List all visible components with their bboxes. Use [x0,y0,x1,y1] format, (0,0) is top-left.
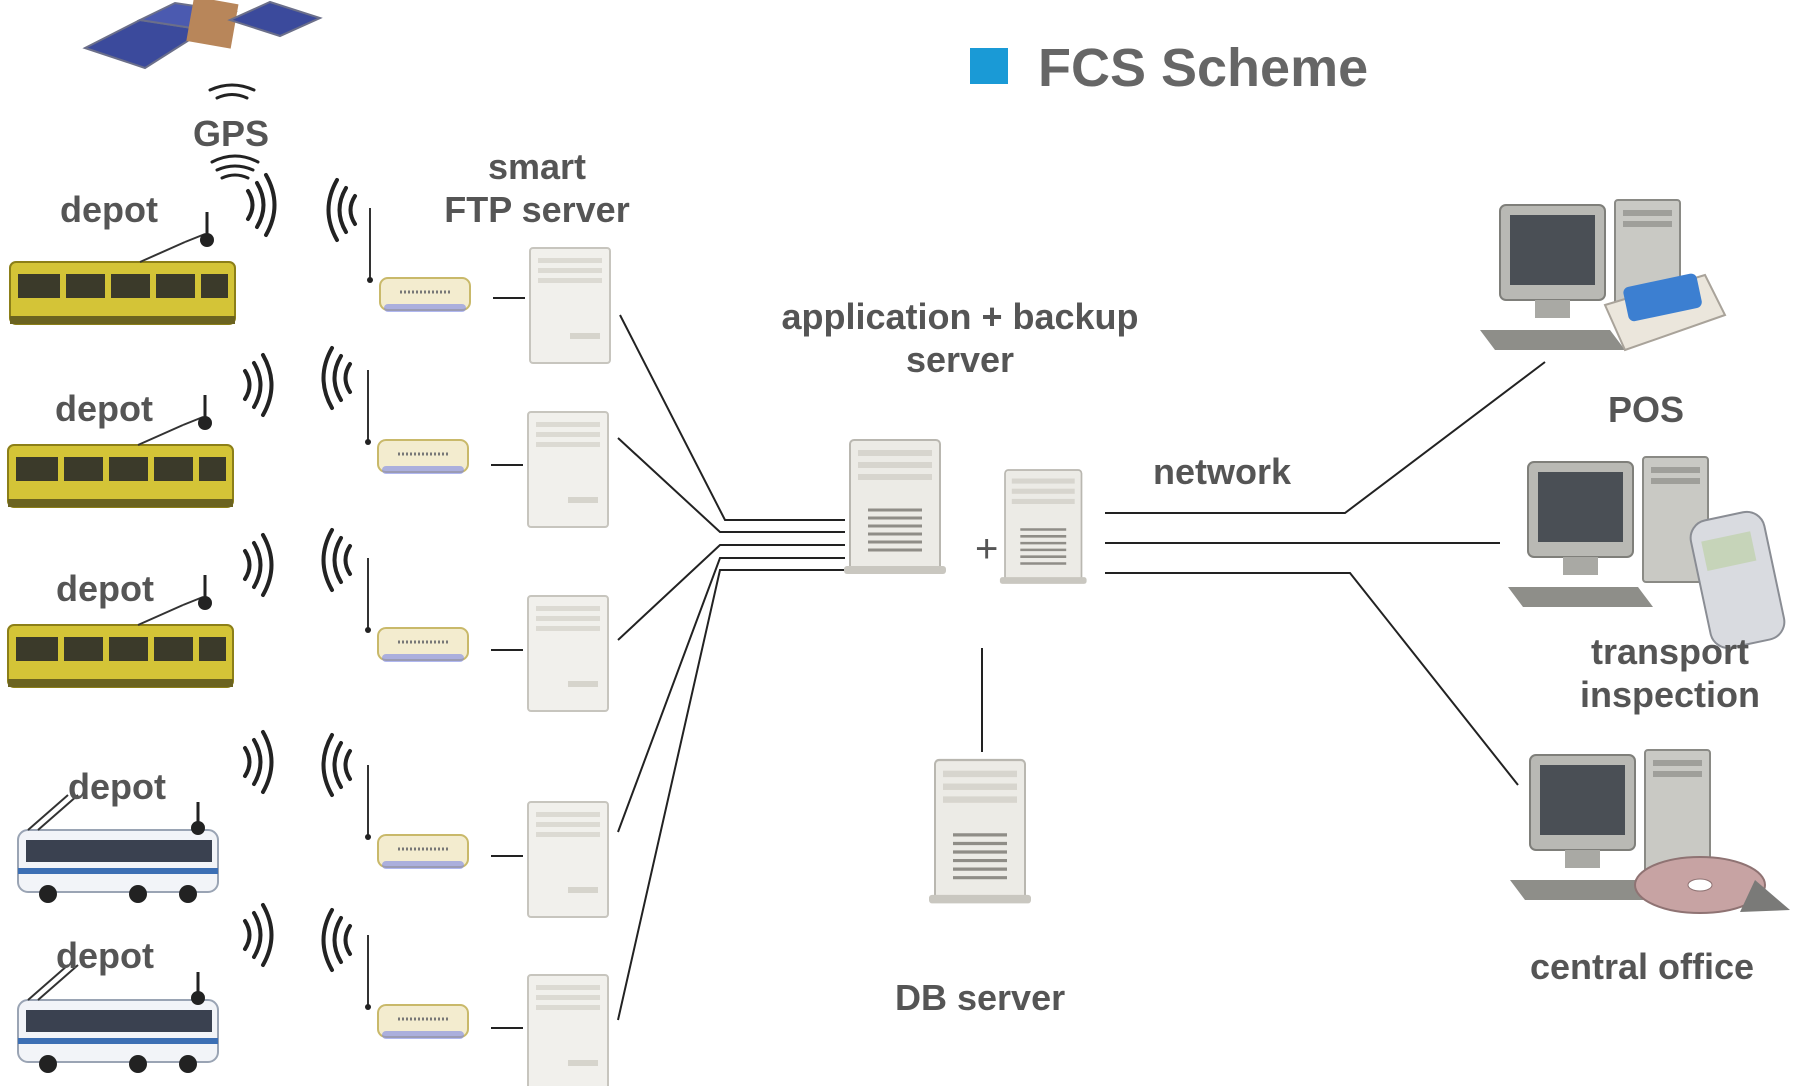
gps-signal-icon [208,83,260,180]
router-icon [363,368,470,476]
router-icon [363,556,470,664]
db-server-label: DB server [895,977,1066,1018]
radio-in-icon [321,733,352,797]
central-office [1509,749,1790,914]
pos-terminal [1479,199,1727,352]
satellite-icon [82,0,323,70]
router-icon [363,933,470,1041]
radio-out-icon [243,533,274,597]
page-title: FCS Scheme [1038,38,1369,98]
depot-row-5 [16,903,609,1086]
depot-label-4: depot [68,766,166,807]
trolleybus-icon [16,793,220,905]
application-server-label: application + backup server [760,295,1160,381]
smart-ftp-server-label: smart FTP server [437,145,637,231]
pos-label: POS [1608,389,1685,430]
network-label: network [1153,451,1292,492]
depot-row-3 [6,528,609,712]
radio-in-icon [326,178,357,242]
ftp-server-icon [527,801,609,918]
network-links [1105,361,1546,786]
application-server-line1: application + backup [781,296,1139,337]
plus-sign: + [975,527,999,571]
radio-out-icon [243,353,274,417]
backup-server-icon [998,468,1088,586]
application-server-line2: server [905,339,1015,381]
transport-inspection-line2: inspection [1579,674,1761,716]
radio-in-icon [321,528,352,592]
depot-row-1 [8,173,611,364]
gps-label: GPS [193,113,270,154]
ftp-server-icon [527,974,609,1086]
ftp-server-icon [529,247,611,364]
db-server-icon [927,758,1033,905]
computer-icon [1507,456,1709,608]
ftp-to-app-links [617,314,845,1021]
ftp-server-icon [527,411,609,528]
depot-label-3: depot [56,568,154,609]
title-marker [970,48,1008,84]
radio-out-icon [243,903,274,967]
router-icon [363,763,470,871]
transport-inspection-label: transport inspection [1565,630,1775,716]
radio-in-icon [321,346,352,410]
radio-out-icon [246,173,277,237]
ftp-server-icon [527,595,609,712]
application-server-icon [842,438,948,576]
transport-inspection-line1: transport [1590,631,1749,672]
radio-in-icon [321,908,352,972]
smart-ftp-server-line1: smart [487,146,587,187]
smart-ftp-server-line2: FTP server [444,189,630,231]
cd-disc-icon [1634,856,1790,914]
card-reader-icon [1603,273,1727,352]
handheld-terminal-icon [1689,510,1786,649]
depot-row-4 [16,730,609,918]
depot-label-5: depot [56,935,154,976]
radio-out-icon [243,730,274,794]
central-office-label: central office [1530,946,1755,987]
transport-inspection [1507,456,1786,649]
depot-row-2 [6,346,609,528]
depot-label-1: depot [60,189,158,230]
trolleybus-icon [16,963,220,1075]
depot-label-2: depot [55,388,153,429]
